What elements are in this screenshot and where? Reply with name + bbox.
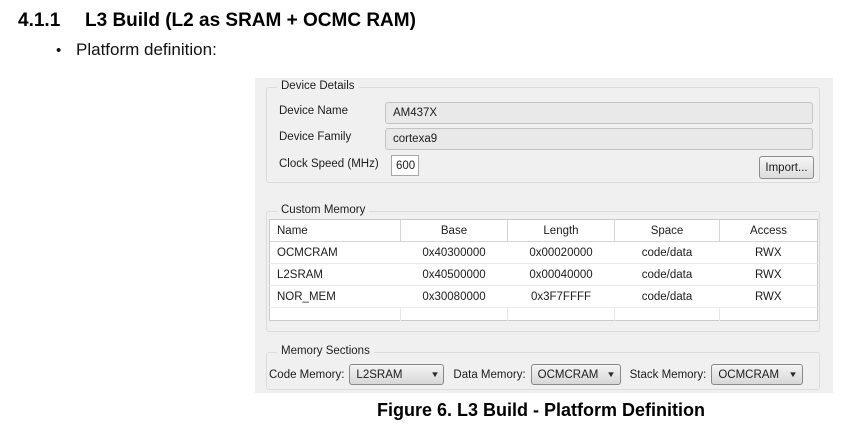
empty-cell[interactable] [614,307,720,321]
column-header-name: Name [269,219,401,242]
memory-base-cell[interactable]: 0x30080000 [400,285,508,308]
data-memory-value: OCMCRAM [537,368,599,381]
bullet-item: • Platform definition: [56,40,217,60]
empty-cell[interactable] [269,307,401,321]
stack-memory-select[interactable]: OCMCRAM ▼ [711,364,804,385]
chevron-down-icon: ▼ [429,370,440,379]
section-number: 4.1.1 [18,10,61,31]
figure-caption: Figure 6. L3 Build - Platform Definition [376,400,705,420]
code-memory-label: Code Memory: [269,368,345,381]
empty-cell[interactable] [507,307,615,321]
memory-space-cell[interactable]: code/data [614,263,720,286]
section-heading: 4.1.1 L3 Build (L2 as SRAM + OCMC RAM) [18,10,416,32]
stack-memory-value: OCMCRAM [718,368,780,381]
column-header-length: Length [507,219,615,242]
data-memory-label: Data Memory: [453,368,526,381]
device-name-field[interactable]: AM437X [385,102,813,124]
memory-name-cell[interactable]: OCMCRAM [269,241,401,264]
memory-sections-row: Code Memory: L2SRAM ▼ Data Memory: OCMCR… [269,364,804,385]
table-header-row: Name Base Length Space Access [269,219,818,242]
clock-speed-input[interactable] [391,155,419,176]
device-details-group-label: Device Details [277,80,359,92]
memory-space-cell[interactable]: code/data [614,241,720,264]
memory-access-cell[interactable]: RWX [719,263,818,286]
import-button[interactable]: Import... [759,156,814,179]
memory-name-cell[interactable]: NOR_MEM [269,285,401,308]
memory-length-cell[interactable]: 0x3F7FFFF [507,285,615,308]
column-header-access: Access [719,219,818,242]
table-row: NOR_MEM 0x30080000 0x3F7FFFF code/data R… [269,285,818,308]
stack-memory-label: Stack Memory: [629,368,707,381]
column-header-space: Space [614,219,720,242]
device-name-label: Device Name [279,105,349,117]
device-name-value: AM437X [393,107,438,119]
table-row: L2SRAM 0x40500000 0x00040000 code/data R… [269,263,818,286]
table-row: OCMCRAM 0x40300000 0x00020000 code/data … [269,241,818,264]
chevron-down-icon: ▼ [605,370,616,379]
memory-length-cell[interactable]: 0x00020000 [507,241,615,264]
device-family-label: Device Family [279,131,352,143]
memory-sections-group-label: Memory Sections [277,345,374,357]
memory-length-cell[interactable]: 0x00040000 [507,263,615,286]
memory-sections-group: Memory Sections Code Memory: L2SRAM ▼ Da… [266,345,820,390]
empty-cell[interactable] [400,307,508,321]
chevron-down-icon: ▼ [788,370,799,379]
section-title: L3 Build (L2 as SRAM + OCMC RAM) [85,10,416,31]
memory-base-cell[interactable]: 0x40500000 [400,263,508,286]
data-memory-select[interactable]: OCMCRAM ▼ [530,364,621,385]
bullet-icon: • [56,42,62,59]
custom-memory-group: Custom Memory Name Base Length Space Acc… [266,204,820,332]
custom-memory-table: Name Base Length Space Access OCMCRAM 0x… [269,219,818,321]
device-family-value: cortexa9 [393,133,438,145]
clock-speed-label: Clock Speed (MHz) [279,158,379,170]
memory-access-cell[interactable]: RWX [719,285,818,308]
device-family-field[interactable]: cortexa9 [385,128,813,150]
empty-table-row [269,307,818,321]
memory-space-cell[interactable]: code/data [614,285,720,308]
device-details-group: Device Details Device Name AM437X Device… [266,80,820,183]
memory-access-cell[interactable]: RWX [719,241,818,264]
column-header-base: Base [400,219,508,242]
empty-cell[interactable] [719,307,818,321]
bullet-text: Platform definition: [76,40,217,59]
code-memory-value: L2SRAM [356,368,403,381]
memory-base-cell[interactable]: 0x40300000 [400,241,508,264]
custom-memory-group-label: Custom Memory [277,204,370,216]
code-memory-select[interactable]: L2SRAM ▼ [349,364,445,385]
platform-definition-screenshot: Device Details Device Name AM437X Device… [255,78,833,393]
memory-name-cell[interactable]: L2SRAM [269,263,401,286]
